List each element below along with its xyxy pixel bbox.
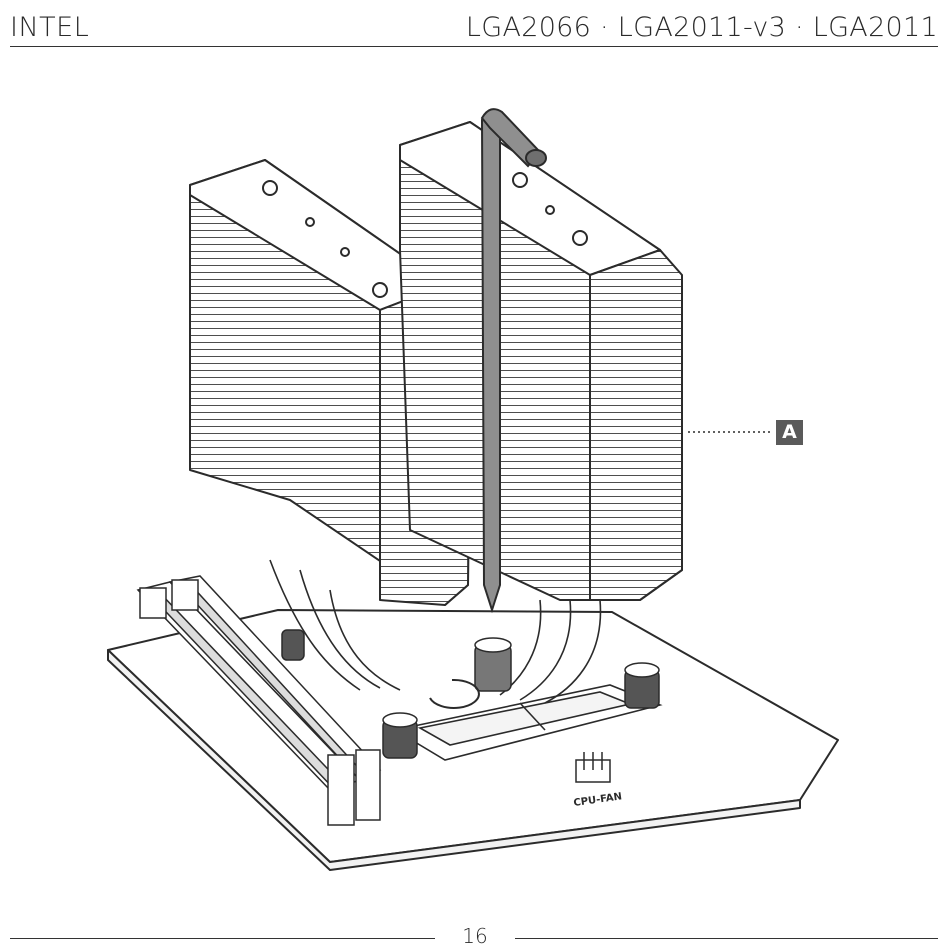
footer-divider-left (10, 938, 435, 939)
page-number: 16 (455, 924, 495, 948)
callout-label-a: A (776, 420, 803, 445)
footer-divider-right (515, 938, 938, 939)
right-fin-stack (400, 122, 682, 600)
spring-screw (475, 638, 511, 691)
